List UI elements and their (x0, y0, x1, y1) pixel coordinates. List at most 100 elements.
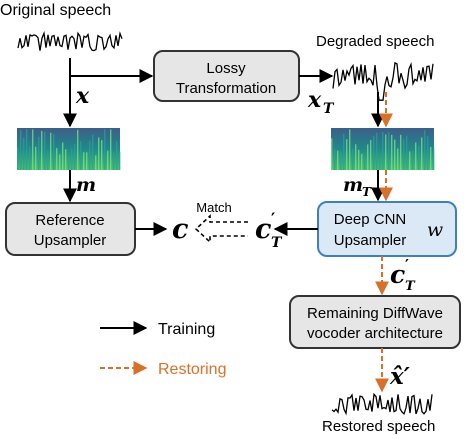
spectrogram-stripe (355, 144, 357, 170)
match-arrow (194, 214, 248, 244)
spectrogram-stripe (23, 138, 25, 170)
spectrogram-stripe (89, 140, 91, 170)
spectrogram-original (17, 128, 121, 170)
spectrogram-stripe (56, 148, 58, 170)
spectrogram-stripe (340, 151, 342, 170)
symbol-m: m (76, 174, 96, 196)
reference-line1: Reference (35, 212, 104, 229)
spectrogram-stripe (119, 151, 121, 170)
deep-cnn-upsampler-box: Deep CNN Upsampler w (317, 201, 457, 257)
spectrogram-stripe (376, 132, 378, 170)
spectrogram-stripe (421, 137, 423, 170)
spectrogram-stripe (86, 152, 88, 170)
spectrogram-stripe (71, 148, 73, 170)
spectrogram-stripe (113, 152, 115, 170)
spectrogram-stripe (352, 148, 354, 170)
svg-text:x: x (307, 87, 322, 113)
svg-text:T: T (362, 185, 372, 199)
spectrogram-stripe (382, 131, 384, 170)
spectrogram-stripe (59, 154, 61, 170)
svg-text:c: c (255, 214, 271, 245)
spectrogram-stripe (77, 129, 79, 170)
spectrogram-stripe (394, 139, 396, 170)
svg-text:T: T (323, 101, 335, 117)
reference-upsampler-box: Reference Upsampler (5, 202, 136, 256)
spectrogram-stripe (53, 133, 55, 170)
svg-text:′: ′ (405, 256, 409, 274)
legend-restoring-label: Restoring (158, 361, 226, 378)
spectrogram-stripe (95, 155, 97, 170)
spectrogram-stripe (110, 129, 112, 170)
restored-speech-label: Restored speech (322, 418, 435, 435)
spectrogram-stripe (433, 147, 435, 170)
remaining-line1: Remaining DiffWave (307, 305, 443, 322)
spectrogram-stripe (62, 142, 64, 170)
spectrogram-stripe (29, 146, 31, 170)
spectrogram-stripe (32, 129, 34, 170)
spectrogram-stripe (44, 132, 46, 170)
lossy-line1: Lossy (206, 60, 246, 77)
deepcnn-line1: Deep CNN (334, 211, 407, 228)
restored-waveform (331, 392, 433, 416)
spectrogram-stripe (101, 140, 103, 170)
spectrogram-stripe (373, 135, 375, 170)
spectrogram-stripe (418, 145, 420, 170)
spectrogram-stripe (358, 149, 360, 170)
spectrogram-stripe (385, 134, 387, 170)
spectrogram-stripe (331, 138, 333, 170)
spectrogram-stripe (424, 130, 426, 170)
match-label: Match (196, 200, 231, 215)
spectrogram-stripe (364, 156, 366, 170)
spectrogram-stripe (361, 153, 363, 170)
spectrogram-stripe (370, 139, 372, 170)
svg-text:T: T (271, 235, 283, 251)
degraded-speech-label: Degraded speech (316, 33, 434, 50)
spectrogram-stripe (83, 152, 85, 170)
spectrogram-stripe (334, 148, 336, 170)
spectrogram-stripe (406, 135, 408, 170)
spectrogram-stripe (379, 155, 381, 170)
spectrogram-stripe (427, 136, 429, 170)
spectrogram-stripe (26, 129, 28, 170)
symbol-x: x (75, 83, 90, 109)
spectrogram-stripe (388, 132, 390, 170)
spectrogram-stripe (400, 134, 402, 170)
spectrogram-stripe (38, 136, 40, 170)
spectrogram-stripe (397, 148, 399, 170)
spectrogram-stripe (430, 146, 432, 170)
spectrogram-stripe (412, 150, 414, 170)
spectrogram-stripe (104, 129, 106, 170)
degraded-waveform (332, 61, 434, 101)
legend-training-label: Training (158, 321, 215, 338)
spectrogram-stripe (343, 133, 345, 170)
spectrogram-stripe (35, 146, 37, 170)
lossy-transformation-box: Lossy Transformation (153, 50, 300, 102)
param-w: w (427, 219, 443, 241)
spectrogram-stripe (349, 129, 351, 170)
remaining-diffwave-box: Remaining DiffWave vocoder architecture (289, 295, 461, 349)
spectrogram-stripe (337, 150, 339, 170)
spectrogram-stripe (17, 147, 19, 170)
svg-text:′: ′ (271, 209, 275, 228)
spectrogram-stripe (409, 151, 411, 170)
lossy-line2: Transformation (176, 80, 276, 97)
symbol-c: c (172, 214, 188, 245)
spectrogram-stripe (80, 141, 82, 170)
spectrogram-degraded (331, 128, 435, 170)
svg-text:c: c (390, 260, 405, 289)
symbol-c-prime-T-restore: c ′ T (390, 256, 416, 294)
spectrogram-stripe (92, 134, 94, 170)
spectrogram-stripe (65, 149, 67, 170)
spectrogram-stripe (50, 132, 52, 170)
spectrogram-stripe (47, 150, 49, 170)
spectrogram-stripe (346, 139, 348, 170)
legend: Training Restoring (100, 321, 226, 378)
spectrogram-stripe (68, 156, 70, 170)
spectrogram-stripe (403, 138, 405, 170)
symbol-c-prime-T: c ′ T (255, 209, 283, 251)
spectrogram-stripe (98, 137, 100, 170)
spectrogram-stripe (415, 142, 417, 170)
spectrogram-stripe (116, 141, 118, 170)
spectrogram-stripe (391, 134, 393, 170)
